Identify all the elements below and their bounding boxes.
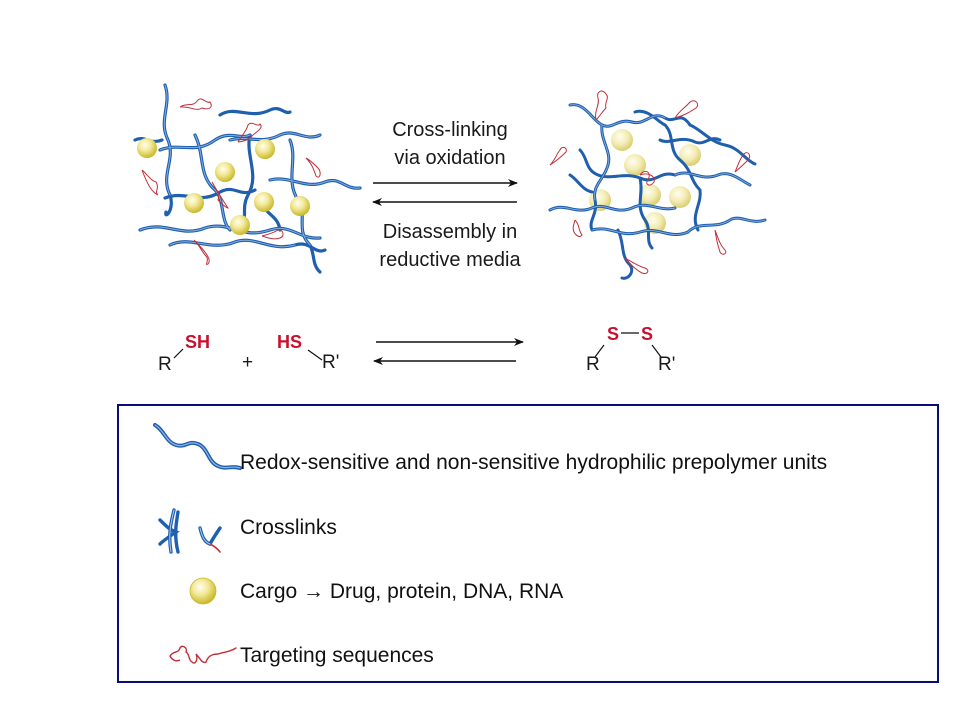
cargo-sphere bbox=[679, 144, 701, 166]
product-sulfur-1: S bbox=[607, 324, 620, 344]
targeting-sequence-icon bbox=[169, 645, 237, 664]
cargo-sphere bbox=[290, 196, 310, 216]
legend-label-cargo: Cargo → Drug, protein, DNA, RNA bbox=[240, 580, 563, 604]
forward-label-line2: via oxidation bbox=[394, 147, 506, 169]
cargo-sphere bbox=[137, 138, 157, 158]
legend-cargo-suffix: Drug, protein, DNA, RNA bbox=[329, 580, 564, 603]
legend-box bbox=[117, 404, 939, 683]
product-sulfur-2: S bbox=[641, 324, 654, 344]
cargo-sphere-icon bbox=[189, 577, 217, 605]
cargo-sphere bbox=[611, 129, 633, 151]
cargo-sphere bbox=[230, 215, 250, 235]
product-bond-left bbox=[594, 344, 605, 358]
plus-sign: + bbox=[242, 352, 254, 373]
right-arrow-icon: → bbox=[303, 580, 325, 603]
cargo-sphere bbox=[639, 184, 661, 206]
product-bond-right bbox=[651, 344, 662, 358]
reactant1-bond bbox=[173, 348, 184, 359]
equilibrium-arrows-top bbox=[372, 179, 518, 206]
forward-process-label: Cross-linking via oxidation bbox=[355, 116, 545, 172]
reverse-label-line2: reductive media bbox=[379, 249, 521, 271]
reverse-process-label: Disassembly in reductive media bbox=[350, 218, 550, 274]
reactant1-r: R bbox=[158, 354, 172, 375]
cargo-sphere bbox=[255, 139, 275, 159]
legend-cargo-prefix: Cargo bbox=[240, 580, 298, 603]
cargo-spheres bbox=[137, 138, 310, 235]
right-crosslinked-nanogel bbox=[548, 90, 767, 280]
reactant2-r: R' bbox=[322, 352, 340, 373]
cargo-sphere bbox=[254, 192, 274, 212]
polymer-strands bbox=[548, 103, 767, 280]
forward-label-line1: Cross-linking bbox=[392, 119, 508, 141]
targeting-sequences bbox=[549, 90, 751, 274]
cargo-sphere bbox=[184, 193, 204, 213]
product-r-prime: R' bbox=[658, 354, 676, 375]
legend-label-polymer: Redox-sensitive and non-sensitive hydrop… bbox=[240, 451, 828, 474]
reactant2-thiol-group: HS bbox=[277, 332, 303, 352]
reactant1-thiol-group: SH bbox=[185, 332, 211, 352]
reverse-label-line1: Disassembly in bbox=[382, 221, 518, 243]
polymer-strands bbox=[133, 83, 362, 274]
reaction-equilibrium-arrows bbox=[373, 338, 524, 365]
polymer-strand-icon bbox=[153, 423, 242, 470]
crosslink-icon bbox=[158, 508, 222, 554]
thiol-disulfide-reaction: R SH + HS R' S S R R' bbox=[150, 320, 690, 390]
legend-label-targeting: Targeting sequences bbox=[240, 644, 434, 667]
disulfide-bond bbox=[621, 332, 639, 334]
reactant2-bond bbox=[307, 349, 323, 361]
cargo-sphere bbox=[669, 186, 691, 208]
cargo-sphere bbox=[624, 154, 646, 176]
product-r: R bbox=[586, 354, 600, 375]
left-polymer-network bbox=[133, 83, 362, 274]
targeting-sequences bbox=[141, 98, 321, 265]
cargo-sphere bbox=[215, 162, 235, 182]
legend-label-crosslinks: Crosslinks bbox=[240, 516, 337, 539]
